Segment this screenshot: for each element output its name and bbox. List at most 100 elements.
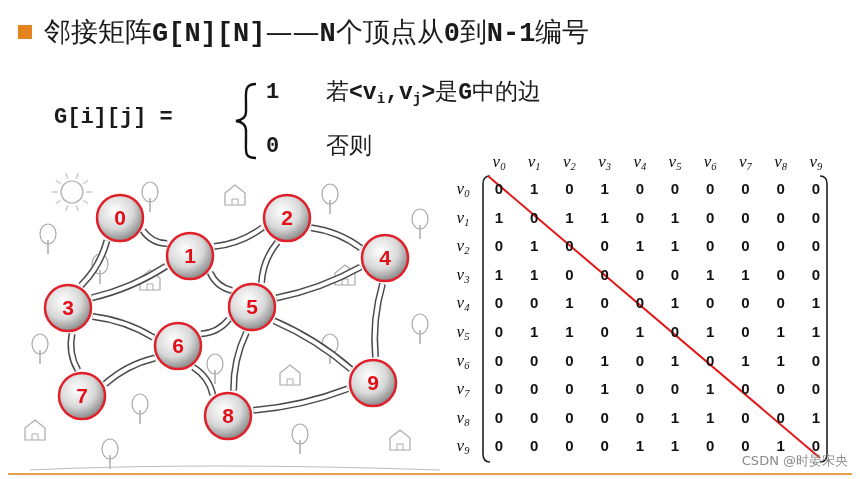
road-connector xyxy=(92,266,166,298)
road-connector xyxy=(193,367,213,395)
matrix-cell: 0 xyxy=(741,323,749,340)
matrix-cell: 0 xyxy=(741,438,749,455)
diagonal-line xyxy=(488,176,820,458)
matrix-cell: 0 xyxy=(671,381,679,398)
matrix-cell: 0 xyxy=(706,209,714,226)
matrix-cell: 1 xyxy=(671,209,679,226)
row-header: v7 xyxy=(457,379,470,399)
matrix-cell: 0 xyxy=(812,238,820,255)
row-header: v6 xyxy=(457,351,470,371)
matrix-cell: 0 xyxy=(495,381,503,398)
matrix-cell: 0 xyxy=(671,266,679,283)
matrix-cell: 0 xyxy=(636,381,644,398)
road-connector xyxy=(234,332,247,390)
matrix-cell: 0 xyxy=(600,438,608,455)
matrix-cell: 0 xyxy=(495,352,503,369)
matrix-cell: 1 xyxy=(600,180,608,197)
matrix-cell: 0 xyxy=(706,180,714,197)
vertex-number: 0 xyxy=(95,193,145,243)
matrix-cell: 0 xyxy=(495,180,503,197)
matrix-cell: 1 xyxy=(671,238,679,255)
matrix-cell: 0 xyxy=(600,238,608,255)
matrix-cell: 0 xyxy=(565,438,573,455)
vertex-number: 2 xyxy=(262,193,312,243)
matrix-cell: 0 xyxy=(671,323,679,340)
matrix-cell: 0 xyxy=(565,409,573,426)
row-header: v4 xyxy=(457,294,470,314)
matrix-cell: 1 xyxy=(741,266,749,283)
matrix-cell: 0 xyxy=(600,295,608,312)
matrix-cell: 0 xyxy=(600,323,608,340)
scenery xyxy=(25,173,440,470)
road-connector xyxy=(375,284,383,357)
matrix-cell: 0 xyxy=(495,295,503,312)
matrix-cell: 1 xyxy=(530,323,538,340)
matrix-cell: 1 xyxy=(530,266,538,283)
column-header: v4 xyxy=(633,152,646,172)
vertex-number: 1 xyxy=(165,231,215,281)
road-connector xyxy=(143,230,167,243)
matrix-cell: 1 xyxy=(671,409,679,426)
column-header: v3 xyxy=(598,152,611,172)
matrix-cell: 0 xyxy=(530,209,538,226)
column-header: v2 xyxy=(563,152,576,172)
watermark: CSDN @时晏宋央 xyxy=(742,454,848,469)
matrix-cell: 1 xyxy=(741,352,749,369)
column-header: v7 xyxy=(739,152,752,172)
vertex-circle: 5 xyxy=(227,282,277,332)
vertex-number: 9 xyxy=(348,358,398,408)
matrix-cell: 0 xyxy=(530,352,538,369)
matrix-cell: 0 xyxy=(812,352,820,369)
matrix-cell: 1 xyxy=(636,323,644,340)
matrix-cell: 1 xyxy=(495,209,503,226)
vertex-circle: 3 xyxy=(43,283,93,333)
matrix-cell: 0 xyxy=(776,266,784,283)
matrix-cell: 0 xyxy=(636,180,644,197)
matrix-cell: 1 xyxy=(812,323,820,340)
vertex-circle: 4 xyxy=(360,233,410,283)
matrix-cell: 0 xyxy=(812,266,820,283)
matrix-cell: 1 xyxy=(776,438,784,455)
matrix-cell: 0 xyxy=(530,409,538,426)
vertex-number: 8 xyxy=(203,391,253,441)
matrix-cell: 1 xyxy=(812,409,820,426)
matrix-cell: 1 xyxy=(706,266,714,283)
matrix-cell: 0 xyxy=(636,266,644,283)
matrix-cell: 1 xyxy=(671,295,679,312)
vertex-number: 7 xyxy=(57,371,107,421)
matrix-bracket xyxy=(483,176,490,462)
matrix-cell: 0 xyxy=(671,180,679,197)
formula-lhs: G[i][j] = xyxy=(54,105,173,130)
matrix-cell: 0 xyxy=(495,323,503,340)
matrix-cell: 0 xyxy=(636,352,644,369)
row-header: v5 xyxy=(457,322,470,342)
vertex-circle: 9 xyxy=(348,358,398,408)
slide-title: 邻接矩阵G[N][N]——N个顶点从0到N-1编号 xyxy=(44,16,589,50)
matrix-cell: 0 xyxy=(565,266,573,283)
road-connector xyxy=(93,316,154,337)
road-connector xyxy=(210,273,232,291)
row-header: v0 xyxy=(457,179,470,199)
matrix-cell: 1 xyxy=(600,352,608,369)
matrix-cell: 0 xyxy=(706,238,714,255)
matrix-cell: 0 xyxy=(706,352,714,369)
road-connector xyxy=(276,267,360,298)
column-header: v8 xyxy=(774,152,787,172)
column-header: v1 xyxy=(528,152,541,172)
road-connector xyxy=(81,241,107,286)
matrix-cell: 0 xyxy=(565,238,573,255)
matrix-bracket xyxy=(820,176,827,462)
vertex-circle: 6 xyxy=(153,321,203,371)
curly-brace xyxy=(236,84,256,158)
vertex-circle: 2 xyxy=(262,193,312,243)
matrix-cell: 1 xyxy=(530,180,538,197)
matrix-cell: 1 xyxy=(706,323,714,340)
column-header: v0 xyxy=(493,152,506,172)
matrix-cell: 1 xyxy=(776,323,784,340)
bullet-square xyxy=(18,25,32,39)
matrix-cell: 1 xyxy=(671,352,679,369)
matrix-cell: 0 xyxy=(706,295,714,312)
matrix-cell: 1 xyxy=(706,409,714,426)
road-connector xyxy=(105,358,155,384)
matrix-cell: 0 xyxy=(741,381,749,398)
